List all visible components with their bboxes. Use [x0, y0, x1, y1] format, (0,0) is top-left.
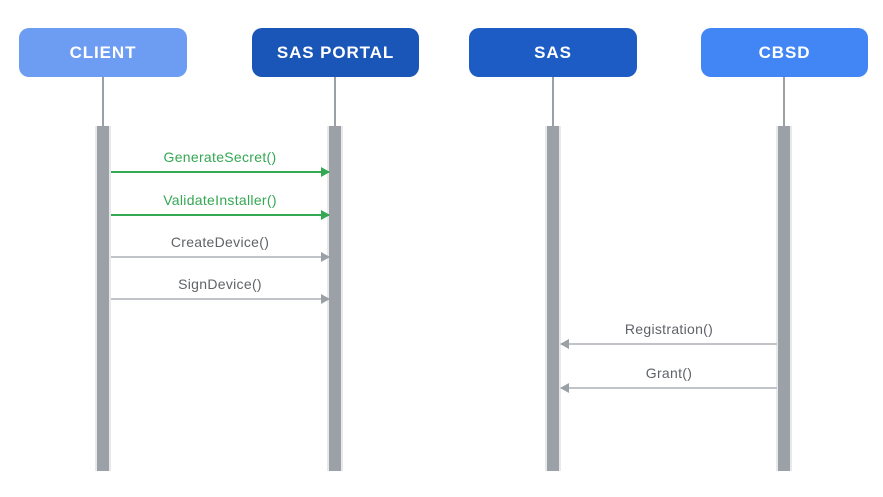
actor-box-client: CLIENT — [19, 28, 187, 77]
activation-bar-client — [95, 126, 111, 471]
lifeline-stem-client — [102, 77, 104, 126]
message-label: SignDevice() — [178, 276, 262, 292]
arrowhead-left-icon — [560, 383, 569, 393]
actor-box-cbsd: CBSD — [701, 28, 868, 77]
message-arrow-line — [561, 343, 777, 345]
actor-label-client: CLIENT — [69, 42, 137, 62]
arrowhead-right-icon — [321, 252, 330, 262]
lifeline-stem-sas-portal — [334, 77, 336, 126]
message-label: Registration() — [624, 321, 714, 337]
actor-box-sas-portal: SAS PORTAL — [252, 28, 419, 77]
arrowhead-right-icon — [321, 210, 330, 220]
lifeline-stem-sas — [552, 77, 554, 126]
actor-label-sas-portal: SAS PORTAL — [276, 42, 395, 62]
message-arrow-line — [111, 256, 329, 258]
arrowhead-right-icon — [321, 294, 330, 304]
message-arrow-line — [111, 214, 329, 216]
message-arrow-line — [561, 387, 777, 389]
activation-bar-cbsd — [776, 126, 792, 471]
arrowhead-right-icon — [321, 167, 330, 177]
message-label: ValidateInstaller() — [163, 192, 277, 208]
lifeline-stem-cbsd — [783, 77, 785, 126]
message-arrow-line — [111, 171, 329, 173]
message-label: GenerateSecret() — [163, 149, 277, 165]
activation-bar-sas — [545, 126, 561, 471]
arrowhead-left-icon — [560, 339, 569, 349]
message-arrow-line — [111, 298, 329, 300]
actor-label-sas: SAS — [534, 42, 572, 62]
actor-box-sas: SAS — [469, 28, 637, 77]
actor-label-cbsd: CBSD — [758, 42, 811, 62]
message-label: CreateDevice() — [170, 234, 270, 250]
message-label: Grant() — [645, 365, 693, 381]
